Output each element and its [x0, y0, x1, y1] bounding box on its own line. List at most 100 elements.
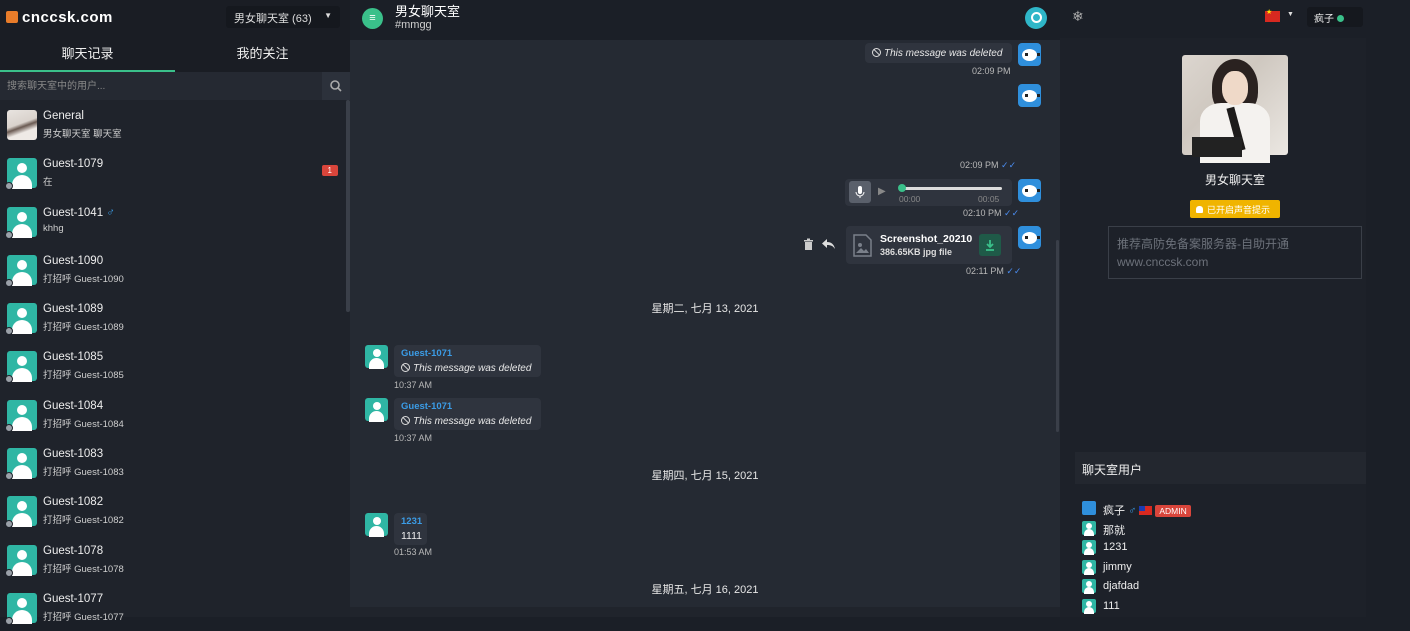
menu-icon[interactable]: ≡ [362, 8, 383, 29]
user-search-input[interactable] [0, 72, 320, 100]
scrollbar[interactable] [346, 100, 350, 312]
message-bubble[interactable]: This message was deleted [865, 43, 1012, 63]
chevron-down-icon[interactable]: ▼ [1287, 11, 1294, 18]
message-bubble[interactable]: Guest-1071 This message was deleted [394, 345, 541, 377]
audio-progress-knob[interactable] [898, 184, 906, 192]
tab-chat-history[interactable]: 聊天记录 [0, 38, 175, 72]
list-item[interactable]: Guest-1083 打招呼 Guest-1083 [0, 438, 346, 486]
status-dot [5, 327, 13, 336]
avatar [7, 110, 37, 140]
left-header: cnccsk.com 男女聊天室 (63)▼ [0, 0, 350, 38]
message-bubble[interactable]: Guest-1071 This message was deleted [394, 398, 541, 430]
audio-end-time: 00:05 [978, 194, 1000, 204]
right-header: ❄ ▼ 疯子 [1060, 0, 1366, 38]
message-time: 10:37 AM [394, 380, 433, 390]
bell-icon [1196, 206, 1203, 213]
avatar[interactable] [1018, 43, 1041, 66]
message-time: 01:53 AM [394, 547, 433, 557]
avatar[interactable] [1018, 226, 1041, 249]
list-item-name: Guest-1078 [43, 544, 104, 557]
avatar[interactable] [365, 345, 388, 369]
right-panel: ❄ ▼ 疯子 男女聊天室 已开启声音提示 推荐高防免备案服务器-自助开通 www… [1060, 0, 1366, 617]
status-dot [5, 375, 13, 384]
logo-icon [6, 11, 18, 23]
sound-notification-label: 已开启声音提示 [1207, 205, 1271, 215]
file-meta: 386.65KB jpg file [880, 247, 953, 257]
message-time: 02:09 PM ✓✓ [960, 160, 1016, 171]
unread-badge: 1 [321, 165, 338, 177]
list-item[interactable]: Guest-1082 打招呼 Guest-1082 [0, 486, 346, 534]
message-sender[interactable]: 1231 [401, 516, 423, 527]
list-item[interactable]: Guest-1084 打招呼 Guest-1084 [0, 390, 346, 438]
list-item-preview: 打招呼 Guest-1083 [43, 467, 124, 479]
avatar[interactable] [365, 398, 388, 422]
list-item-name: Guest-1083 [43, 448, 104, 461]
date-separator: 星期四, 七月 15, 2021 [651, 470, 759, 482]
room-user-name: djafdad [1103, 580, 1140, 592]
message-time: 10:37 AM [394, 433, 433, 443]
list-item-preview: 打招呼 Guest-1084 [43, 418, 124, 430]
status-dot [5, 230, 13, 239]
scrollbar[interactable] [1056, 240, 1059, 432]
audio-progress[interactable] [899, 187, 1002, 190]
list-item[interactable]: Guest-1085 打招呼 Guest-1085 [0, 341, 346, 389]
chevron-down-icon: ▼ [324, 11, 332, 20]
list-item[interactable]: Guest-1090 打招呼 Guest-1090 [0, 245, 346, 293]
snowflake-icon[interactable]: ❄ [1072, 8, 1084, 24]
play-icon[interactable]: ▶ [878, 186, 886, 197]
list-item-name: Guest-1089 [43, 303, 104, 316]
logo-text: cnccsk.com [22, 9, 113, 26]
left-panel: cnccsk.com 男女聊天室 (63)▼ 聊天记录 我的关注 General… [0, 0, 350, 625]
site-logo[interactable]: cnccsk.com [6, 9, 113, 26]
list-item-preview: 打招呼 Guest-1078 [43, 563, 124, 575]
list-item-name: Guest-1085 [43, 351, 104, 364]
audio-message: ▶ 00:00 00:05 [845, 179, 1012, 206]
message-sender[interactable]: Guest-1071 [401, 401, 453, 412]
list-item-name: Guest-1077 [43, 592, 104, 605]
chat-search-button[interactable] [1025, 7, 1047, 29]
avatar [1082, 598, 1096, 614]
deleted-text: This message was deleted [413, 416, 532, 427]
list-item-name: Guest-1084 [43, 399, 104, 412]
list-item[interactable]: Guest-1077 打招呼 Guest-1077 [0, 583, 346, 631]
avatar[interactable] [1018, 179, 1041, 202]
avatar[interactable] [1018, 84, 1041, 107]
composer-bar[interactable] [350, 607, 1060, 617]
file-message[interactable]: Screenshot_20210 386.65KB jpg file [846, 226, 1012, 264]
flag-icon[interactable] [1265, 8, 1280, 22]
download-icon[interactable] [979, 234, 1001, 256]
list-item[interactable]: Guest-1041 ♂khhg [0, 197, 346, 245]
avatar [7, 254, 37, 286]
list-item[interactable]: Guest-1078 打招呼 Guest-1078 [0, 535, 346, 583]
room-user-name: 那就 [1103, 524, 1125, 537]
search-icon[interactable] [322, 72, 350, 100]
list-item-name: Guest-1082 [43, 496, 104, 509]
file-name: Screenshot_20210 [880, 233, 973, 245]
user-menu[interactable]: 疯子 [1307, 7, 1363, 27]
status-dot [5, 616, 13, 625]
list-item-preview: 打招呼 Guest-1090 [43, 273, 124, 285]
tabs: 聊天记录 我的关注 [0, 38, 350, 72]
read-check-icon: ✓✓ [1004, 208, 1020, 218]
deleted-message: This message was deleted [872, 48, 1002, 59]
list-item-preview: 男女聊天室 聊天室 [43, 129, 122, 140]
admin-badge: ADMIN [1155, 505, 1191, 517]
message-time: 02:10 PM ✓✓ [963, 208, 1019, 219]
message-bubble[interactable]: 1231 1111 [394, 513, 427, 545]
room-select[interactable]: 男女聊天室 (63)▼ [226, 6, 340, 28]
avatar[interactable] [365, 513, 388, 537]
room-name: 男女聊天室 [1204, 173, 1265, 187]
delete-icon[interactable] [802, 238, 815, 254]
reply-icon[interactable] [821, 237, 836, 253]
message-sender[interactable]: Guest-1071 [401, 348, 453, 359]
ad-banner[interactable]: 推荐高防免备案服务器-自助开通 www.cnccsk.com [1108, 226, 1362, 279]
deleted-text: This message was deleted [413, 363, 532, 374]
deleted-message: This message was deleted [401, 363, 534, 374]
sound-notification-toggle[interactable]: 已开启声音提示 [1190, 200, 1280, 218]
list-item[interactable]: Guest-1089 打招呼 Guest-1089 [0, 293, 346, 341]
tab-following[interactable]: 我的关注 [236, 46, 289, 61]
chat-header: ≡ 男女聊天室 #mmgg [350, 0, 1060, 40]
list-item[interactable]: General 男女聊天室 聊天室 [0, 100, 346, 148]
message-area: This message was deleted 02:09 PM 02:09 … [350, 40, 1060, 607]
